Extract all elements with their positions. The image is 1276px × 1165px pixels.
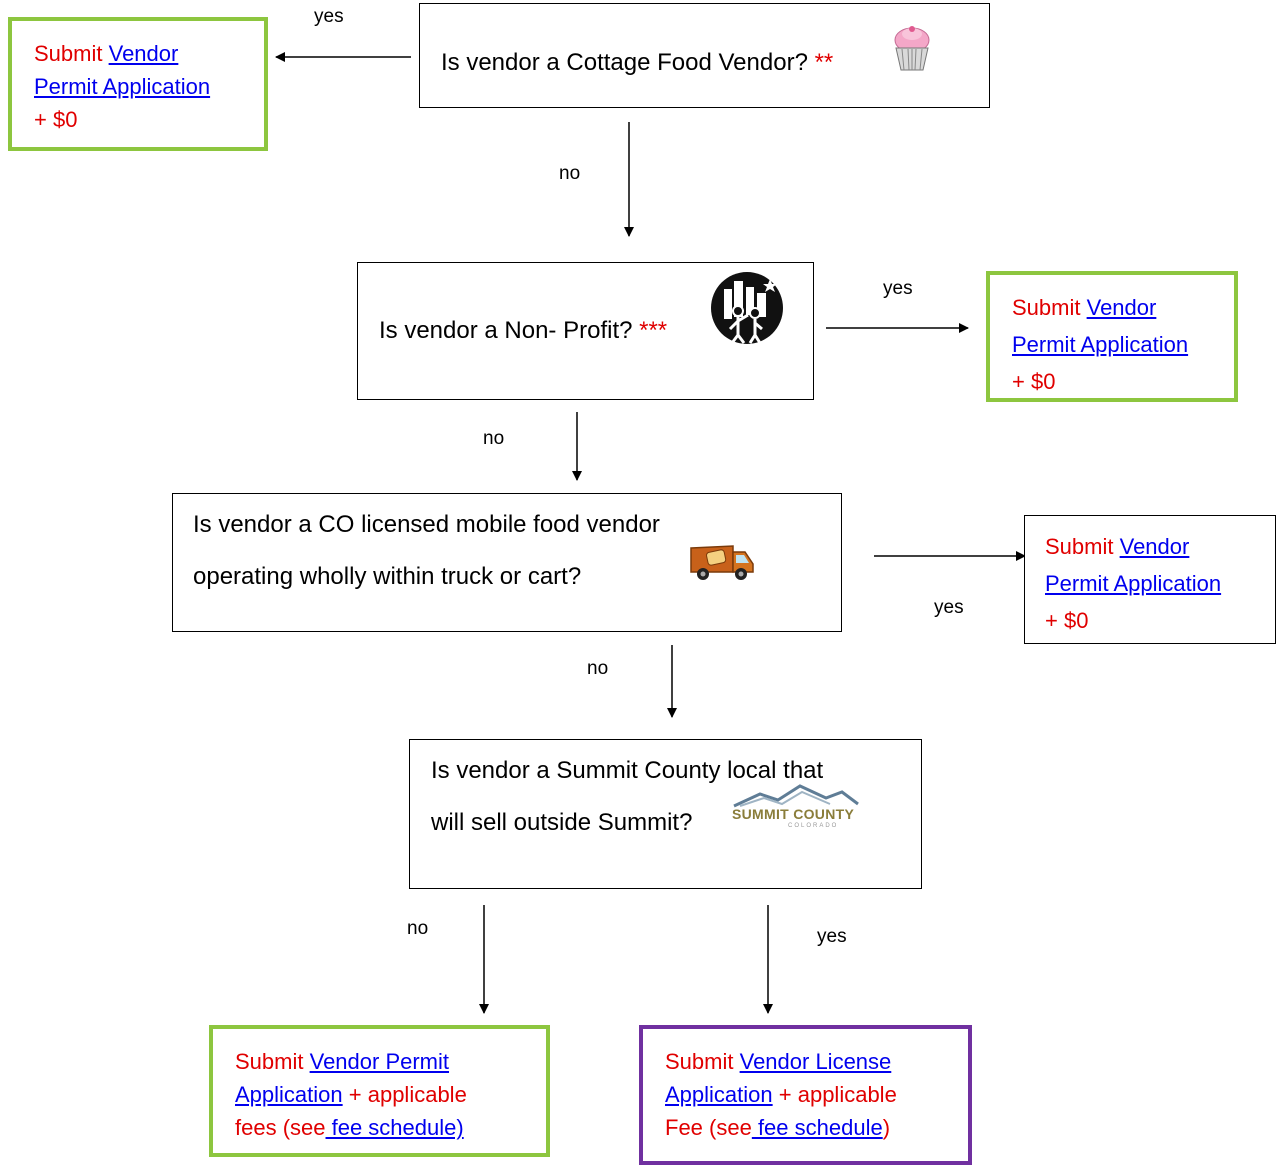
food-truck-icon	[690, 545, 754, 580]
footnote-mark: ***	[639, 317, 668, 344]
fee-text: + $0	[1045, 608, 1089, 633]
vendor-permit-link[interactable]: Application	[235, 1082, 343, 1107]
cupcake-icon	[894, 26, 930, 71]
label-q2-no: no	[483, 428, 505, 449]
submit-text: Submit	[665, 1049, 734, 1074]
fee-schedule-link[interactable]: fee schedule	[751, 1115, 883, 1140]
label-q1-no: no	[559, 163, 581, 184]
vendor-permit-link[interactable]: Vendor	[108, 41, 179, 66]
fee-text: + applicable	[348, 1082, 467, 1107]
question-text: Is vendor a Cottage Food Vendor?	[441, 49, 808, 76]
logo-subtext: COLORADO	[788, 823, 839, 829]
fee-text: fees (see	[235, 1115, 326, 1140]
result-permit-with-fees: Submit Vendor Permit Application + appli…	[209, 1025, 550, 1157]
fee-text: + $0	[1012, 369, 1056, 394]
summit-county-logo: SUMMIT COUNTY COLORADO	[730, 782, 862, 834]
submit-text: Submit	[235, 1049, 304, 1074]
submit-text: Submit	[1012, 295, 1081, 320]
fee-schedule-link[interactable]: fee schedule)	[325, 1115, 464, 1140]
vendor-permit-link[interactable]: Vendor Permit	[309, 1049, 450, 1074]
question-text: Is vendor a CO licensed mobile food vend…	[193, 511, 660, 538]
logo-text: SUMMIT COUNTY	[732, 806, 855, 822]
question-cottage-food: Is vendor a Cottage Food Vendor? **	[419, 3, 990, 108]
question-text: Is vendor a Summit County local that	[431, 757, 824, 784]
result-mobile-food-vendor: Submit Vendor Permit Application + $0	[1024, 515, 1276, 644]
label-q3-no: no	[587, 658, 609, 679]
vendor-license-link[interactable]: Vendor License	[739, 1049, 892, 1074]
question-summit-county-local: Is vendor a Summit County local that wil…	[409, 739, 922, 889]
mountains-icon	[733, 784, 859, 808]
vendor-permit-link[interactable]: Vendor	[1086, 295, 1157, 320]
label-q4-yes: yes	[817, 926, 847, 947]
vendor-license-link[interactable]: Application	[665, 1082, 773, 1107]
label-q3-yes: yes	[934, 597, 964, 618]
label-q4-no: no	[407, 918, 429, 939]
vendor-permit-link[interactable]: Permit Application	[34, 74, 211, 99]
label-q2-yes: yes	[883, 278, 913, 299]
fee-text: )	[882, 1115, 891, 1140]
fee-text: + $0	[34, 107, 78, 132]
vendor-permit-link[interactable]: Vendor	[1119, 534, 1190, 559]
fee-text: Fee (see	[665, 1115, 752, 1140]
vendor-permit-link[interactable]: Permit Application	[1045, 571, 1222, 596]
question-text: operating wholly within truck or cart?	[193, 563, 582, 590]
fee-text: + applicable	[778, 1082, 897, 1107]
result-license-with-fees: Submit Vendor License Application + appl…	[639, 1025, 972, 1165]
question-text: will sell outside Summit?	[431, 809, 693, 836]
result-non-profit: Submit Vendor Permit Application + $0	[986, 271, 1238, 402]
label-q1-yes: yes	[314, 6, 344, 27]
question-non-profit: Is vendor a Non- Profit? ***	[357, 262, 814, 400]
vendor-permit-link[interactable]: Permit Application	[1012, 332, 1189, 357]
non-profit-icon	[711, 272, 783, 344]
result-cottage-food: Submit Vendor Permit Application + $0	[8, 17, 268, 151]
submit-text: Submit	[34, 41, 103, 66]
question-text: Is vendor a Non- Profit?	[379, 317, 633, 344]
submit-text: Submit	[1045, 534, 1114, 559]
footnote-mark: **	[814, 49, 834, 76]
question-mobile-food-vendor: Is vendor a CO licensed mobile food vend…	[172, 493, 842, 632]
